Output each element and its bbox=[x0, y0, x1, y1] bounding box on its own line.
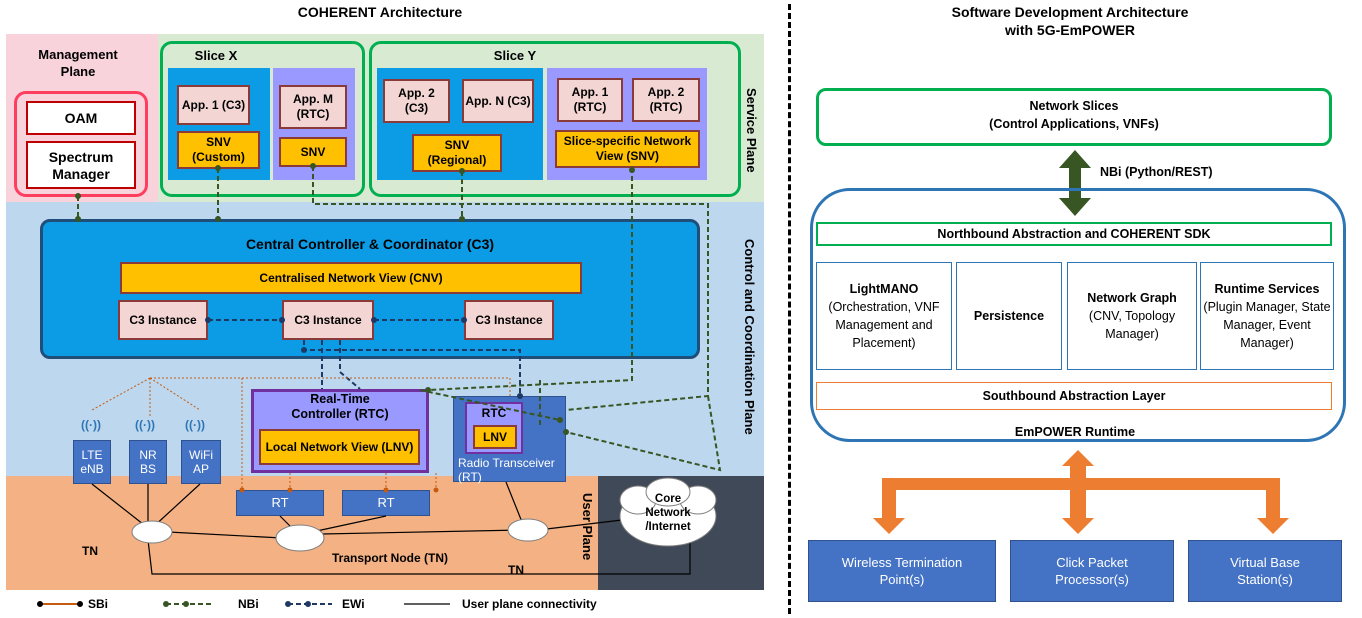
control-plane-label: Control and Coordination Plane bbox=[742, 239, 757, 435]
core-network-label: Core Network /Internet bbox=[645, 493, 691, 533]
legend-ewi: EWi bbox=[342, 597, 365, 611]
cnv-box: Centralised Network View (CNV) bbox=[120, 262, 582, 294]
empower-runtime-frame bbox=[810, 188, 1346, 442]
lte-antenna-icon: ((·)) bbox=[81, 418, 101, 432]
slice-x-snv-custom: SNV (Custom) bbox=[177, 131, 260, 169]
service-plane-label: Service Plane bbox=[744, 87, 759, 173]
left-title: COHERENT Architecture bbox=[297, 4, 463, 20]
ewi-dots bbox=[205, 317, 523, 399]
legend-nbi: NBi bbox=[238, 597, 259, 611]
network-slices-sub: (Control Applications, VNFs) bbox=[989, 117, 1159, 131]
radio-transceiver-label: Radio Transceiver (RT) bbox=[458, 456, 555, 484]
sbi-arrows-icon bbox=[873, 450, 1289, 534]
slice-y-app2-rtc: App. 2 (RTC) bbox=[632, 78, 700, 122]
rtc-small-lnv: LNV bbox=[473, 425, 517, 449]
network-graph-title: Network Graph bbox=[1087, 291, 1177, 305]
wifi-ap-box: WiFi AP bbox=[181, 440, 221, 484]
vbs-box: Virtual Base Station(s) bbox=[1188, 540, 1342, 602]
wifi-antenna-icon: ((·)) bbox=[185, 418, 205, 432]
northbound-box: Northbound Abstraction and COHERENT SDK bbox=[816, 222, 1332, 246]
nbi-dots bbox=[75, 163, 635, 435]
legend-sbi: SBi bbox=[88, 597, 109, 611]
wtp-box: Wireless Termination Point(s) bbox=[808, 540, 996, 602]
transport-node-label: Transport Node (TN) bbox=[332, 551, 448, 565]
lightmano-sub: (Orchestration, VNF Management and Place… bbox=[828, 300, 940, 350]
click-box: Click Packet Processor(s) bbox=[1010, 540, 1174, 602]
slice-x-label: Slice X bbox=[194, 48, 238, 63]
c3-label: Central Controller & Coordinator (C3) bbox=[245, 236, 495, 252]
runtime-services-box: Runtime Services (Plugin Manager, State … bbox=[1200, 262, 1334, 370]
right-title-line2: with 5G-EmPOWER bbox=[1005, 22, 1135, 38]
empower-runtime-label: EmPOWER Runtime bbox=[1014, 425, 1136, 439]
slice-x-appm: App. M (RTC) bbox=[279, 85, 347, 129]
c3-instance-a: C3 Instance bbox=[118, 300, 208, 340]
router-icons bbox=[131, 518, 549, 552]
nbi-label: NBi (Python/REST) bbox=[1100, 165, 1213, 179]
c3-instance-b: C3 Instance bbox=[282, 300, 374, 340]
network-graph-box: Network Graph (CNV, Topology Manager) bbox=[1067, 262, 1197, 370]
legend-symbols bbox=[37, 601, 450, 607]
network-slices-label: Network Slices bbox=[1029, 99, 1119, 113]
legend-user: User plane connectivity bbox=[462, 597, 597, 611]
lightmano-title: LightMANO bbox=[849, 282, 919, 296]
slice-y-appn: App. N (C3) bbox=[462, 79, 534, 123]
tn-label-a: TN bbox=[82, 544, 98, 558]
network-slices-box bbox=[816, 88, 1332, 146]
nr-bs-box: NR BS bbox=[129, 440, 167, 484]
slice-y-label: Slice Y bbox=[493, 48, 537, 63]
runtime-services-sub: (Plugin Manager, State Manager, Event Ma… bbox=[1203, 300, 1331, 350]
lte-enb-box: LTE eNB bbox=[73, 440, 111, 484]
slice-y-snv-regional: SNV (Regional) bbox=[412, 134, 502, 172]
user-plane-label: User Plane bbox=[580, 493, 595, 561]
persistence-title: Persistence bbox=[973, 309, 1045, 323]
nbi-links bbox=[77, 166, 722, 472]
management-plane-label: Management Plane bbox=[38, 47, 118, 79]
slice-y-app1-rtc: App. 1 (RTC) bbox=[557, 78, 623, 122]
user-plane-links bbox=[91, 481, 691, 575]
southbound-box: Southbound Abstraction Layer bbox=[816, 382, 1332, 410]
connections bbox=[37, 163, 722, 607]
network-graph-sub: (CNV, Topology Manager) bbox=[1088, 309, 1176, 341]
core-cloud-icon bbox=[619, 477, 717, 547]
nbi-arrow-icon bbox=[1059, 150, 1091, 216]
divider bbox=[788, 4, 791, 614]
persistence-box: Persistence bbox=[956, 262, 1062, 370]
ewi-links bbox=[208, 319, 521, 396]
right-title-line1: Software Development Architecture bbox=[951, 4, 1189, 20]
rtc-small-label: RTC bbox=[481, 406, 507, 420]
tn-label-b: TN bbox=[508, 563, 524, 577]
slice-x-app1: App. 1 (C3) bbox=[177, 85, 250, 125]
slice-y-app2: App. 2 (C3) bbox=[383, 79, 450, 123]
slice-y-network-view: Slice-specific Network View (SNV) bbox=[555, 130, 700, 168]
rt-b-box: RT bbox=[342, 490, 430, 516]
slice-x-frame bbox=[160, 41, 365, 197]
management-plane-frame bbox=[14, 91, 148, 197]
c3-instance-c: C3 Instance bbox=[464, 300, 554, 340]
slice-y-frame bbox=[369, 41, 741, 197]
sbi-links bbox=[91, 377, 511, 490]
rt-a-box: RT bbox=[236, 490, 324, 516]
slice-x-snv: SNV bbox=[279, 137, 347, 167]
oam-box: OAM bbox=[26, 101, 136, 135]
spectrum-manager-box: Spectrum Manager bbox=[26, 141, 136, 189]
lightmano-box: LightMANO (Orchestration, VNF Management… bbox=[816, 262, 952, 370]
runtime-services-title: Runtime Services bbox=[1214, 282, 1320, 296]
rtc-main-label: Real-Time Controller (RTC) bbox=[291, 392, 389, 421]
nr-antenna-icon: ((·)) bbox=[135, 418, 155, 432]
rtc-main-lnv: Local Network View (LNV) bbox=[259, 429, 420, 465]
sbi-dots bbox=[239, 487, 439, 493]
